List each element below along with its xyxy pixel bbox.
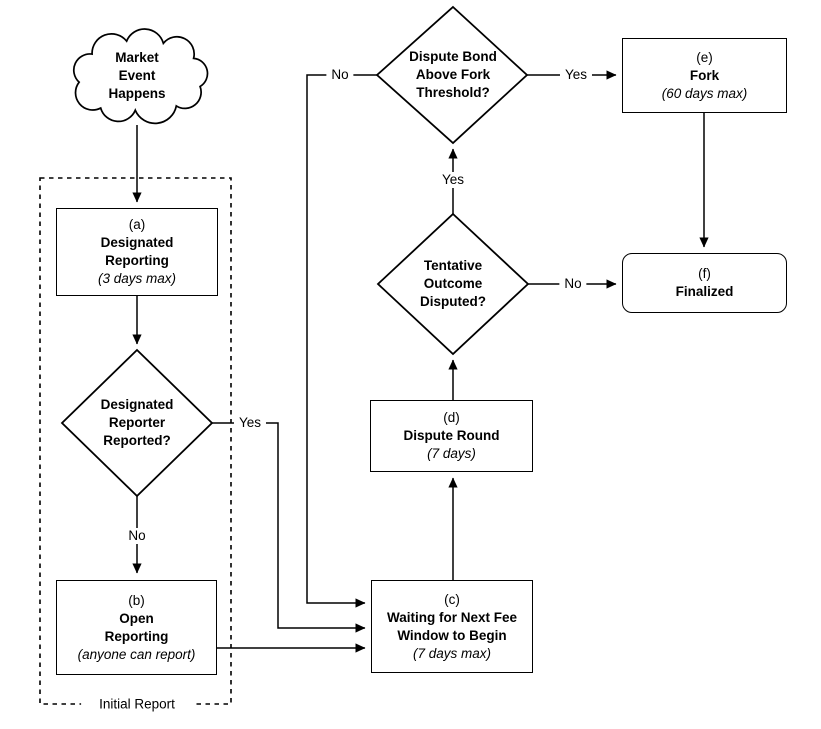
cloud-line: Market	[115, 50, 159, 65]
node-fork: (e) Fork (60 days max)	[622, 38, 787, 113]
node-note: (anyone can report)	[77, 646, 196, 662]
edge-label-fork-no: No	[326, 67, 354, 83]
node-title-line: Designated	[100, 235, 174, 250]
decision-tentative-outcome-label: Tentative Outcome Disputed?	[378, 257, 528, 311]
node-title-line: Reporting	[104, 628, 169, 644]
decision-line: Reporter	[108, 415, 166, 430]
node-title-line: Finalized	[675, 284, 734, 299]
decision-tentative-outcome-diamond	[376, 212, 530, 356]
node-note: (7 days max)	[412, 645, 492, 661]
cloud-shape	[72, 28, 209, 125]
decision-line: Designated	[100, 397, 174, 412]
decision-designated-reporter-label: Designated Reporter Reported?	[62, 396, 212, 450]
node-tag: (b)	[128, 592, 145, 608]
edge-label-tentative-no: No	[559, 276, 587, 292]
decision-line: Tentative	[423, 258, 483, 273]
decision-line: Above Fork	[415, 67, 491, 82]
node-open-reporting: (b) Open Reporting (anyone can report)	[56, 580, 217, 675]
decision-line: Disputed?	[420, 294, 486, 309]
node-tag: (e)	[696, 49, 713, 65]
node-title-line: Dispute Round	[403, 428, 500, 443]
node-title-line: Fork	[689, 67, 720, 83]
node-tag: (a)	[128, 217, 146, 232]
decision-line: Threshold?	[416, 85, 490, 100]
decision-line: Reported?	[103, 433, 171, 448]
decision-fork-threshold-diamond	[375, 5, 529, 145]
node-tag: (f)	[698, 266, 711, 281]
cloud-line: Happens	[108, 86, 166, 101]
node-title-line: Open	[119, 610, 154, 626]
decision-fork-threshold-label: Dispute Bond Above Fork Threshold?	[378, 48, 528, 102]
node-dispute-round: (d) Dispute Round (7 days)	[370, 400, 533, 472]
cloud-line: Event	[118, 68, 156, 83]
node-title-line: Reporting	[105, 253, 169, 268]
node-title-line: Window to Begin	[397, 627, 507, 643]
node-title-line: Waiting for Next Fee	[386, 609, 517, 625]
node-tag: (d)	[443, 410, 460, 425]
node-tag: (c)	[444, 591, 460, 607]
cloud-market-event: Market Event Happens	[77, 49, 197, 103]
edge-label-tentative-yes: Yes	[436, 172, 470, 188]
decision-designated-reporter-diamond	[60, 348, 214, 498]
connector-fork-no-to-waiting	[306, 74, 377, 608]
decision-line: Outcome	[423, 276, 483, 291]
initial-report-group-label: Initial Report	[81, 695, 193, 713]
node-finalized: (f) Finalized	[622, 253, 787, 313]
node-designated-reporting: (a) Designated Reporting (3 days max)	[56, 208, 218, 296]
decision-line: Dispute Bond	[409, 49, 497, 64]
edge-label-fork-yes: Yes	[559, 67, 593, 83]
connector-reporter-yes-to-waiting	[212, 422, 366, 633]
edge-label-reporter-no: No	[123, 528, 151, 544]
node-waiting-fee-window: (c) Waiting for Next Fee Window to Begin…	[371, 580, 533, 673]
node-note: (7 days)	[427, 446, 476, 461]
node-note: (3 days max)	[97, 271, 177, 286]
edge-label-reporter-yes: Yes	[233, 415, 267, 431]
node-note: (60 days max)	[661, 85, 748, 101]
